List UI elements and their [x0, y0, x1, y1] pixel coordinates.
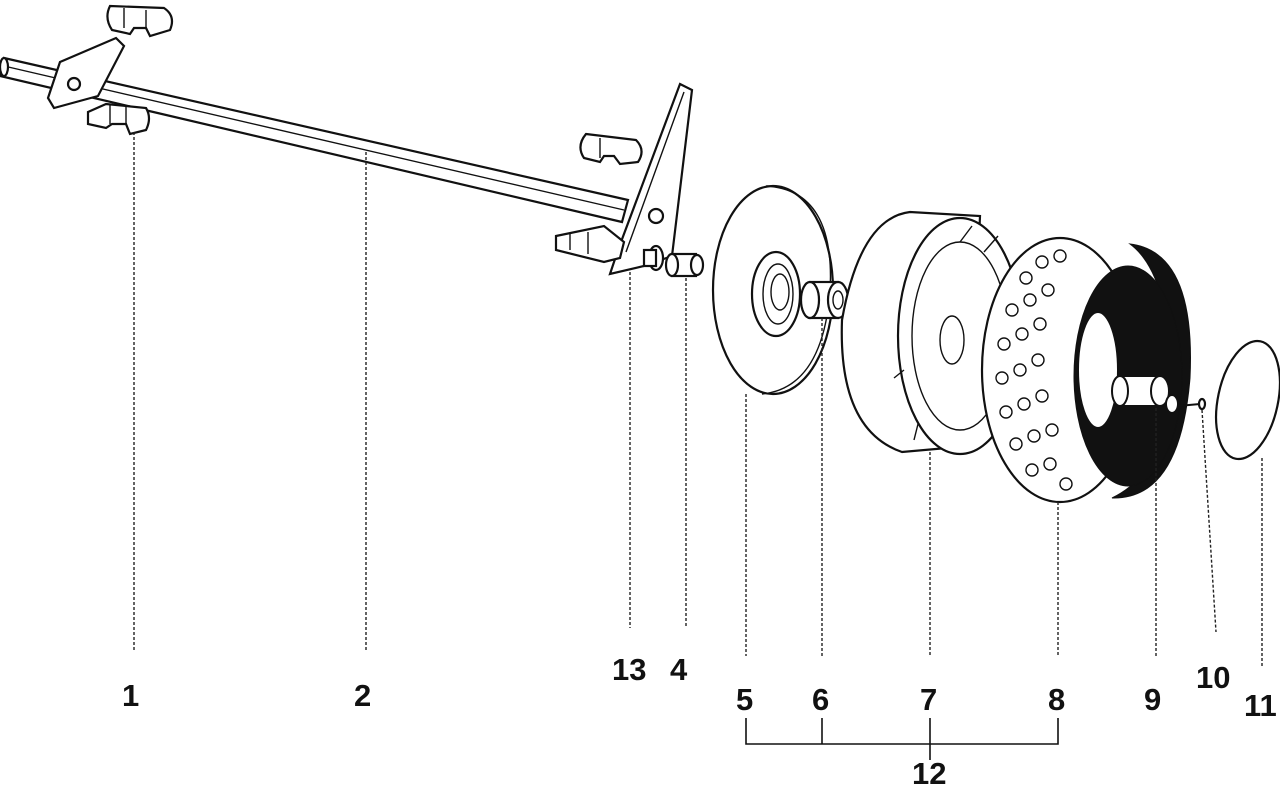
label-part-1: 1 [122, 678, 139, 713]
screw [1177, 397, 1207, 411]
label-part-5: 5 [736, 682, 753, 717]
leader-lines [133, 132, 1263, 666]
tyre [980, 236, 1191, 504]
right-bottom-clip [554, 224, 626, 264]
label-part-2: 2 [354, 678, 371, 713]
group-bracket [745, 718, 1059, 760]
hub-cover [1215, 339, 1280, 461]
left-top-clip [106, 4, 174, 38]
axle-nut [664, 252, 705, 278]
hub-disc [711, 184, 835, 396]
right-top-clip [579, 132, 643, 166]
label-part-12: 12 [912, 756, 946, 787]
label-part-10: 10 [1196, 660, 1230, 695]
wheel-bearing [1111, 375, 1179, 414]
label-part-11: 11 [1244, 688, 1277, 723]
bushing [799, 280, 850, 320]
label-part-6: 6 [812, 682, 829, 717]
left-bottom-clip [86, 102, 151, 136]
label-part-9: 9 [1144, 682, 1161, 717]
label-part-4: 4 [670, 652, 688, 687]
label-part-8: 8 [1048, 682, 1065, 717]
label-part-7: 7 [920, 682, 937, 717]
axle-rod [0, 56, 630, 224]
axle-spacer [642, 244, 665, 272]
label-part-13: 13 [612, 652, 646, 687]
left-bracket [46, 36, 126, 110]
